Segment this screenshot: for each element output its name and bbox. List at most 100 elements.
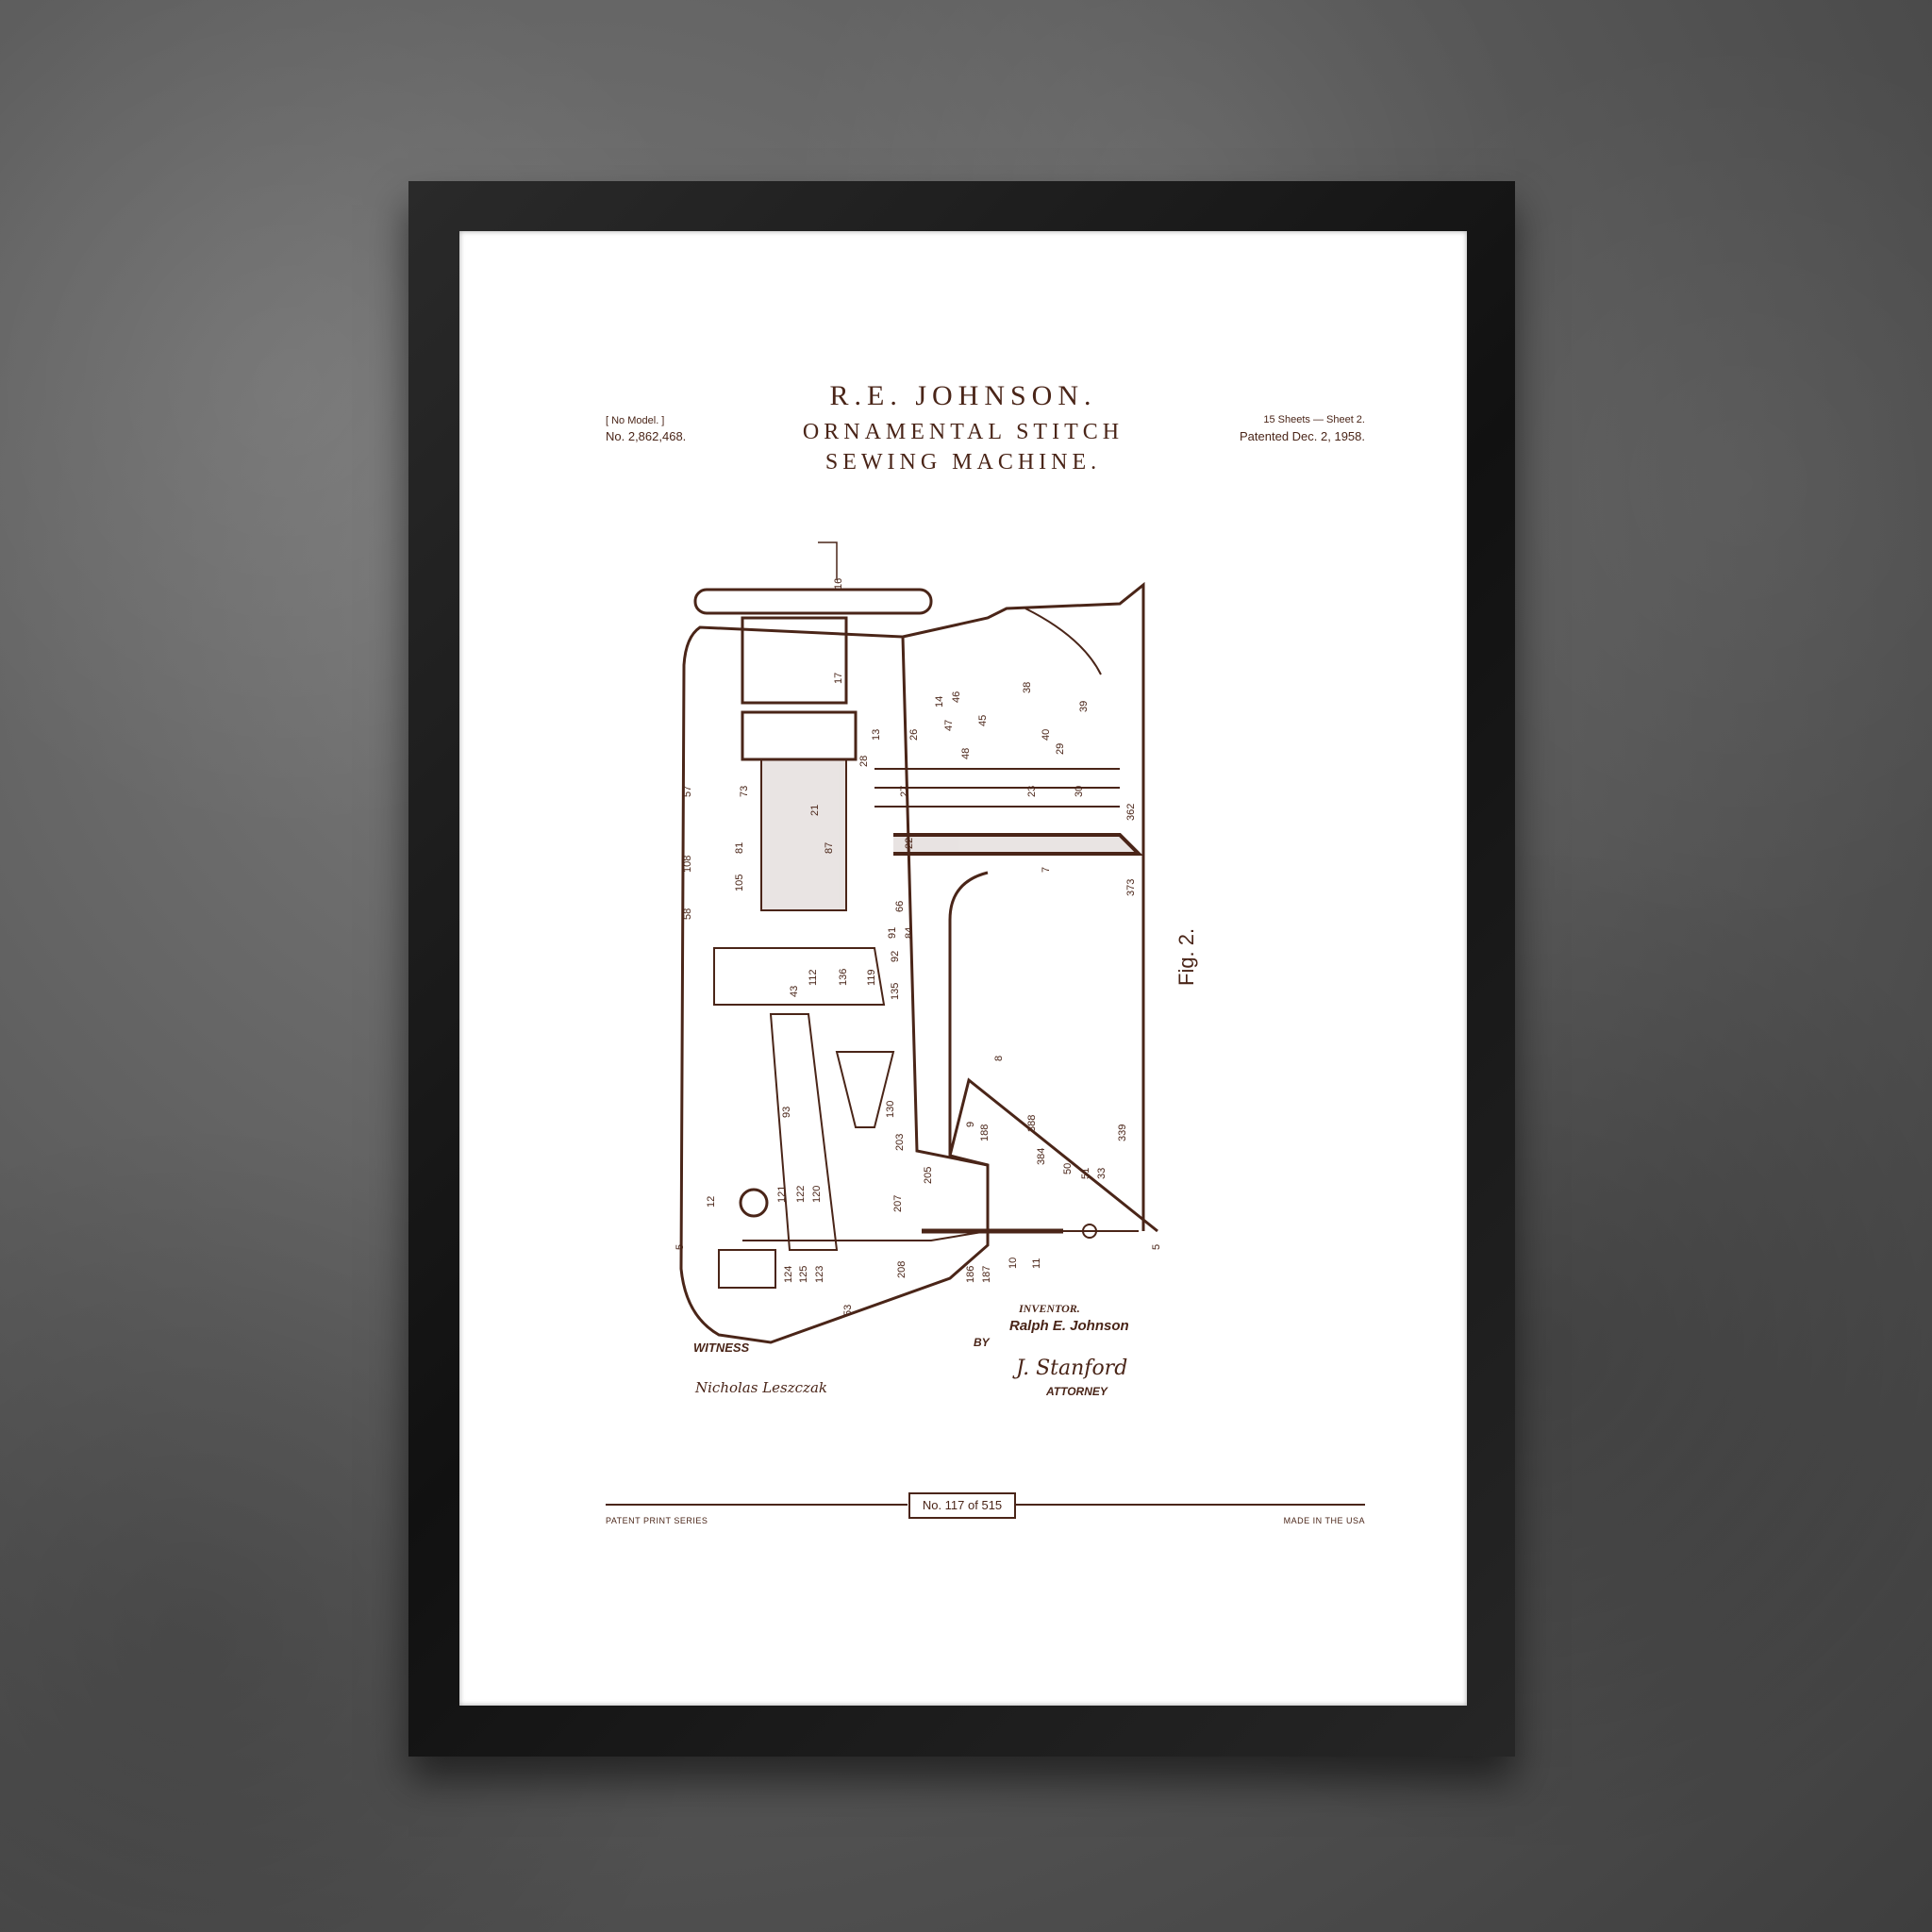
base-block [718,1249,776,1289]
reference-numeral: 8 [993,1056,1005,1061]
reference-numeral: 135 [890,983,901,1000]
reference-numeral: 38 [1022,682,1033,693]
reference-numeral: 17 [833,673,844,684]
series-label: PATENT PRINT SERIES [606,1516,708,1525]
reference-numeral: 39 [1078,701,1090,712]
arm-inner [948,871,989,1167]
reference-numeral: 57 [682,786,693,797]
reference-numeral: 28 [858,756,870,767]
reference-numeral: 66 [894,901,906,912]
attorney-signature: J. Stanford [1012,1357,1127,1380]
inventor-title: R.E. JOHNSON. [829,380,1097,411]
machine-body-outline [679,625,990,1344]
reference-numeral: 47 [943,720,955,731]
reference-numeral: 124 [783,1266,794,1283]
reference-numeral: 27 [899,786,910,797]
reference-numeral: 186 [965,1266,976,1283]
footer-rule-right [1016,1504,1365,1506]
pivot [739,1188,769,1218]
reference-numeral: 92 [890,951,901,962]
reference-numeral: 5 [1151,1244,1162,1250]
reference-numeral: 188 [979,1124,991,1141]
by-label: BY [974,1336,990,1349]
reference-numeral: 105 [734,874,745,891]
reference-numeral: 207 [892,1195,904,1212]
reference-numeral: 122 [795,1186,807,1203]
reference-numeral: 29 [1055,743,1066,755]
link-piece [835,1051,895,1128]
reference-numeral: 112 [808,969,819,986]
reference-numeral: 187 [981,1266,992,1283]
witness-label: WITNESS [693,1341,750,1355]
reference-numeral: 23 [1026,786,1038,797]
reference-numeral: 46 [951,691,962,703]
reference-numeral: 388 [1026,1115,1038,1132]
reference-numeral: 58 [682,908,693,920]
reference-numeral: 84 [904,927,915,939]
reference-numeral: 119 [866,969,877,986]
attorney-label: ATTORNEY [1046,1385,1108,1398]
reference-numeral: 48 [960,748,972,759]
upper-arm [902,581,1145,1231]
arm-bed [948,1077,1158,1233]
patent-title-line2: SEWING MACHINE. [824,450,1102,475]
reference-numeral: 51 [1080,1168,1091,1179]
reference-numeral: 91 [887,927,898,939]
reference-numeral: 30 [1074,786,1085,797]
reference-numeral: 362 [1125,804,1137,821]
patent-title-line1: ORNAMENTAL STITCH [802,420,1124,444]
edition-number-box: No. 117 of 515 [908,1492,1016,1519]
picture-frame: [ No Model. ] No. 2,862,468. R.E. JOHNSO… [408,181,1515,1757]
reference-numeral: 81 [734,842,745,854]
reference-numeral: 12 [706,1196,717,1208]
reference-numeral: 339 [1117,1124,1128,1141]
inventor-name: Ralph E. Johnson [1009,1318,1129,1334]
main-shaft [893,833,1143,856]
reference-numeral: 26 [908,729,920,741]
reference-numeral: 9 [965,1122,976,1127]
sheet-count: 15 Sheets — Sheet 2. [1263,414,1365,425]
housing-block [741,710,858,761]
patent-number: No. 2,862,468. [606,429,687,443]
cam-stack-shading [761,759,846,910]
cam-stack [760,758,847,911]
reference-numeral: 373 [1125,879,1137,896]
footer-rule-left [606,1504,908,1506]
sewing-machine-drawing: 1617141346474845262838394029302327736237… [675,541,1198,1396]
reference-numeral: 87 [824,842,835,854]
reference-numeral: 73 [739,786,750,797]
shafts [874,768,1120,808]
reference-numerals: 1617141346474845262838394029302327736237… [675,578,1162,1316]
reference-numeral: 121 [776,1186,788,1203]
reference-numeral: 13 [871,729,882,741]
reference-numeral: 21 [809,805,821,816]
patent-date: Patented Dec. 2, 1958. [1240,429,1365,443]
reference-numeral: 205 [923,1167,934,1184]
reference-numeral: 384 [1036,1148,1047,1165]
figure-label: Fig. 2. [1174,928,1198,986]
reference-numeral: 11 [1031,1258,1042,1269]
reference-numeral: 7 [1041,867,1052,873]
reference-numeral: 53 [842,1305,854,1316]
handwheel [693,588,933,615]
inventor-label: INVENTOR. [1019,1302,1080,1315]
gear-housing [741,616,848,705]
reference-numeral: 130 [885,1101,896,1118]
reference-numeral: 136 [838,969,849,986]
reference-numeral: 203 [894,1134,906,1151]
reference-numeral: 108 [682,856,693,873]
lever-arm [769,1013,839,1251]
thread-guide [1024,608,1102,675]
reference-numeral: 208 [896,1261,908,1278]
reference-numeral: 43 [789,986,800,997]
reference-numeral: 45 [977,715,989,726]
spindle [818,541,838,580]
reference-numeral: 5 [675,1244,686,1250]
reference-numeral: 16 [833,578,844,590]
reference-numeral: 10 [1008,1257,1019,1269]
reference-numeral: 50 [1062,1163,1074,1174]
origin-label: MADE IN THE USA [1283,1516,1365,1525]
reference-numeral: 40 [1041,729,1052,741]
no-model-note: [ No Model. ] [606,415,665,426]
witness-signature: Nicholas Leszczak [694,1379,827,1396]
